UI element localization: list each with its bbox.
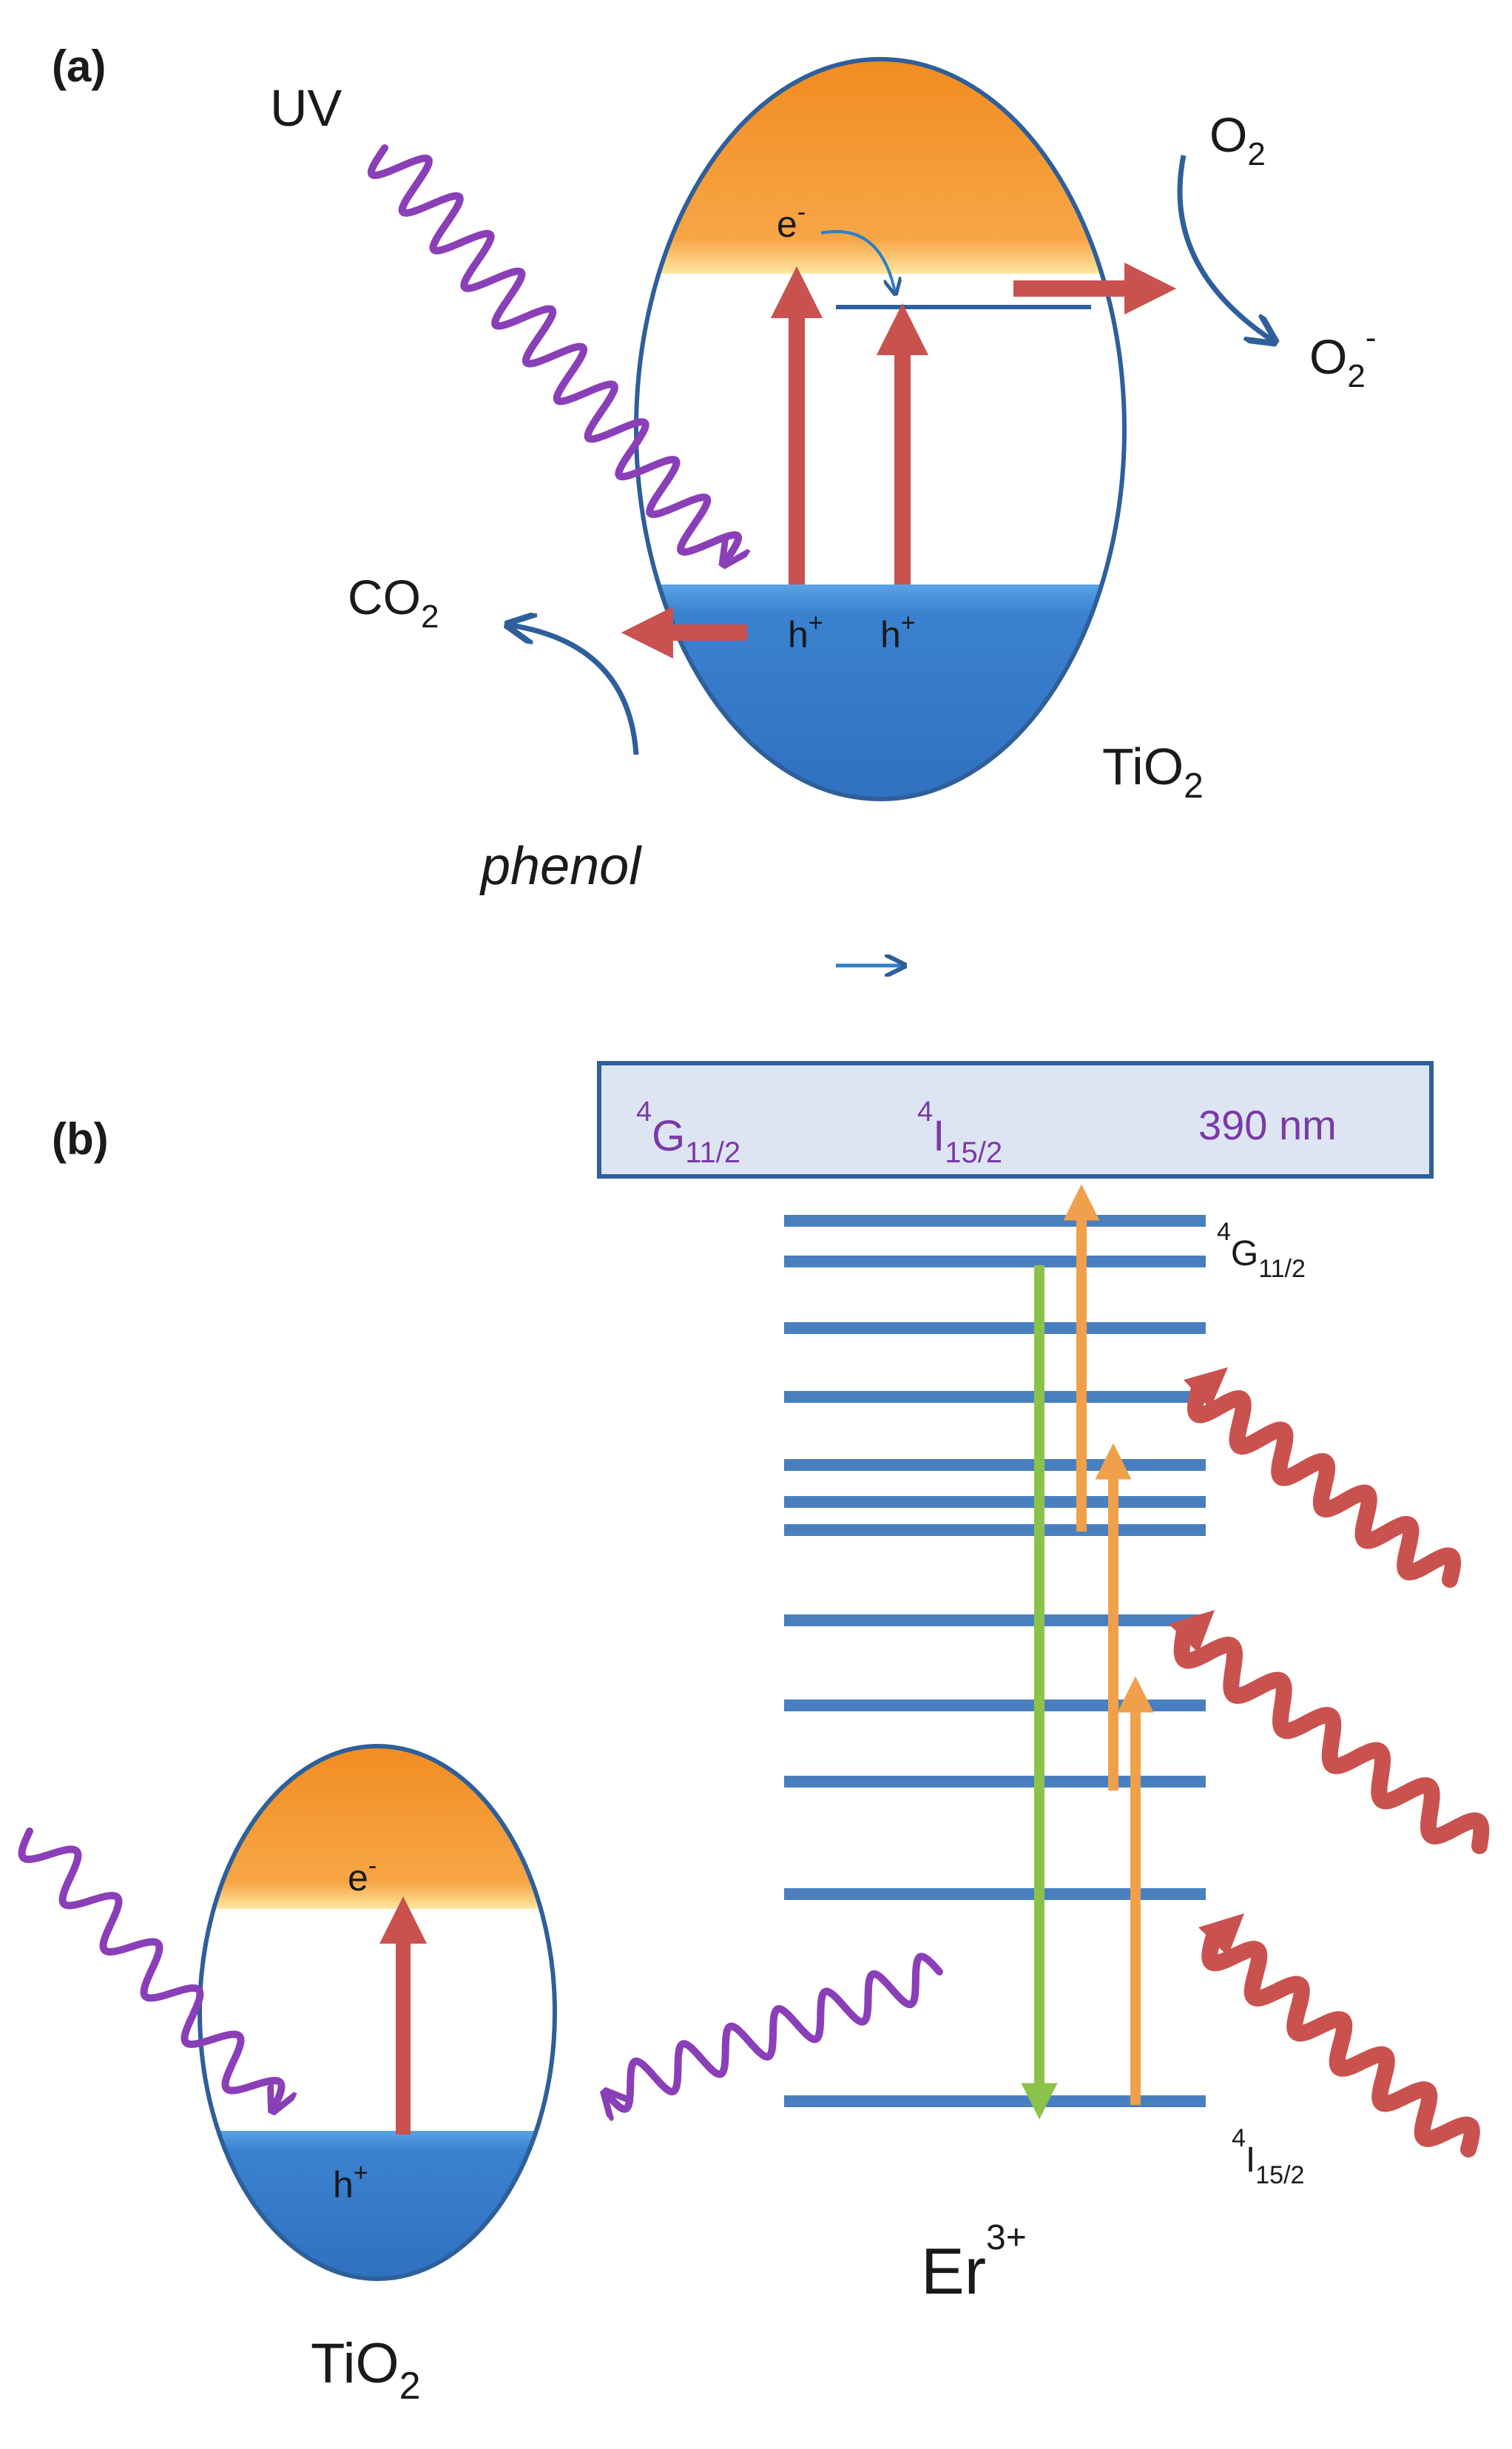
- particle-outline-a: [634, 57, 1127, 801]
- electron-label-a: e-: [777, 198, 806, 245]
- tio2-particle-a: [634, 57, 1127, 801]
- er-level-4: [784, 1391, 1206, 1403]
- co2-label: CO2: [348, 570, 439, 635]
- panel-a-label: (a): [52, 41, 106, 91]
- er-level-3: [784, 1322, 1206, 1334]
- uv-light-wave-b-emitted: [607, 1953, 943, 2109]
- uv-label: UV: [270, 79, 342, 137]
- ir-photon-wave-1: [1187, 1383, 1462, 1588]
- er-level-10: [784, 1776, 1206, 1788]
- er-ion-label: Er3+: [921, 2218, 1027, 2308]
- hole-label-left: h+: [788, 609, 823, 656]
- upconversion-box: [597, 1061, 1434, 1179]
- box-wavelength: 390 nm: [1198, 1102, 1337, 1148]
- tio2-label-b: TiO2: [311, 2332, 421, 2408]
- panel-b-label: (b): [52, 1114, 109, 1164]
- conduction-band-b: [200, 1746, 555, 1909]
- ir-photon-wave-2: [1173, 1627, 1490, 1854]
- conduction-band-a: [636, 59, 1124, 274]
- tio2-label-a: TiO2: [1102, 738, 1204, 806]
- oxygen-reduction-arrow: [1177, 155, 1272, 340]
- particle-outline-b: [198, 1744, 557, 2281]
- er-level-1: [784, 1215, 1206, 1227]
- tio2-particle-b: [198, 1744, 557, 2281]
- er-energy-levels: [784, 1215, 1206, 2107]
- o2-minus-label: O2-: [1309, 320, 1376, 394]
- phenol-oxidation-arrow: [510, 625, 639, 755]
- o2-label: O2: [1209, 107, 1266, 172]
- phenol-label: phenol: [479, 837, 642, 896]
- er-level-5: [784, 1459, 1206, 1471]
- g-level-label: 4G11/2: [1217, 1218, 1306, 1283]
- er-level-6: [784, 1496, 1206, 1508]
- hole-label-right: h+: [880, 609, 916, 656]
- electron-trap-arrow: [820, 229, 895, 292]
- hole-label-b: h+: [333, 2159, 368, 2206]
- i-level-label: 4I15/2: [1232, 2124, 1304, 2189]
- er-level-9: [784, 1700, 1206, 1711]
- uv-light-wave-a: [367, 144, 738, 562]
- ir-arrowhead-3: [1198, 1913, 1244, 1956]
- er-level-7: [784, 1524, 1206, 1536]
- ir-arrowhead-1: [1184, 1367, 1228, 1409]
- ir-arrowhead-2: [1169, 1610, 1215, 1653]
- er-level-12: [784, 2095, 1206, 2107]
- box-g-level: 4G11/2: [636, 1097, 740, 1169]
- uv-light-wave-b-incident: [18, 1828, 282, 2109]
- er-level-11: [784, 1888, 1206, 1900]
- er-level-8: [784, 1614, 1206, 1626]
- ir-photon-wave-3: [1201, 1930, 1480, 2157]
- er-level-2: [784, 1256, 1206, 1267]
- electron-label-b: e-: [348, 1852, 377, 1899]
- ir-photon-arrowheads: [1169, 1367, 1244, 1956]
- valence-band-b: [200, 2131, 555, 2279]
- box-i-level: 4I15/2: [917, 1097, 1002, 1169]
